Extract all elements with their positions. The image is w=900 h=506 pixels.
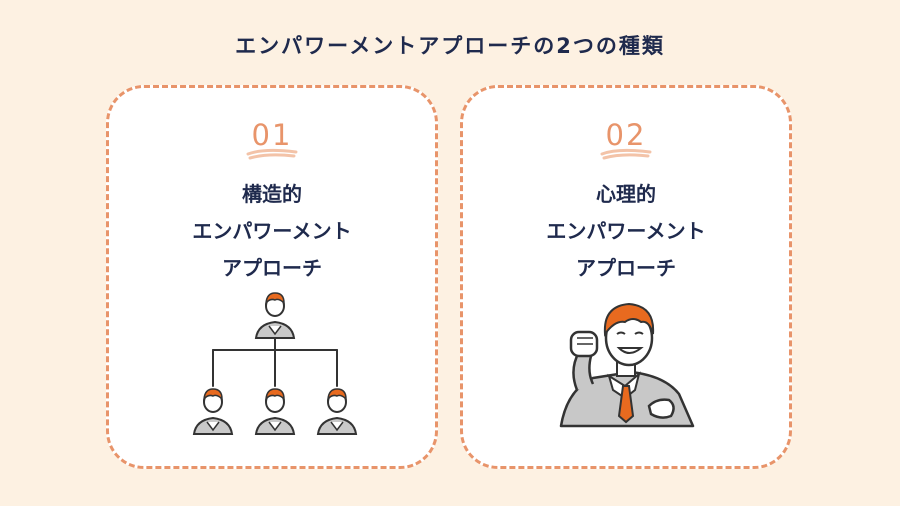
card-title: 構造的 エンパワーメント アプローチ <box>109 176 435 287</box>
brush-underline-icon <box>600 148 652 160</box>
page-title: エンパワーメントアプローチの2つの種類 <box>235 34 665 58</box>
card-number-wrap: 01 <box>109 118 435 168</box>
card-title-line: エンパワーメント <box>192 219 352 243</box>
card-title: 心理的 エンパワーメント アプローチ <box>463 176 789 287</box>
card-number-wrap: 02 <box>463 118 789 168</box>
card-structural: 01 構造的 エンパワーメント アプローチ <box>106 85 438 469</box>
card-title-line: アプローチ <box>576 256 676 280</box>
card-title-line: 構造的 <box>242 182 302 206</box>
org-chart-icon <box>192 292 358 435</box>
card-title-line: アプローチ <box>222 256 322 280</box>
person-icon <box>254 388 296 435</box>
motivated-businessman-icon <box>559 302 695 428</box>
person-icon <box>316 388 358 435</box>
person-icon <box>192 388 234 435</box>
card-title-line: エンパワーメント <box>546 219 706 243</box>
card-psychological: 02 心理的 エンパワーメント アプローチ <box>460 85 792 469</box>
card-number: 02 <box>605 118 647 152</box>
card-number: 01 <box>251 118 293 152</box>
brush-underline-icon <box>246 148 298 160</box>
card-title-line: 心理的 <box>596 182 656 206</box>
person-icon <box>254 292 296 339</box>
